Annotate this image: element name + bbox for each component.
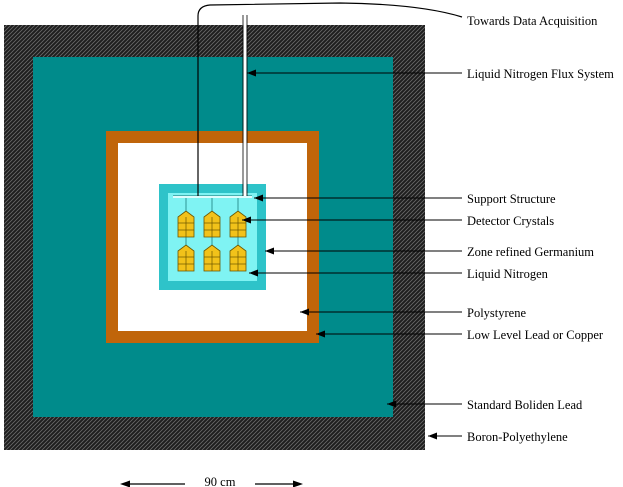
- scale-arrowhead-left: [120, 480, 130, 487]
- arrowhead-polystyrene: [300, 308, 309, 316]
- arrowhead-crystals: [242, 216, 251, 224]
- arrowhead-lead-copper: [316, 330, 325, 338]
- arrowhead-support: [254, 194, 263, 202]
- arrowhead-ln2-flux: [247, 69, 256, 77]
- scale-label: 90 cm: [205, 475, 236, 487]
- detector-crystal: [229, 237, 247, 272]
- detector-crystal: [203, 198, 221, 238]
- label-ln2: Liquid Nitrogen: [467, 267, 549, 281]
- scale-bar: 90 cm: [120, 475, 303, 487]
- detector-crystal: [203, 237, 221, 272]
- arrowhead-boliden: [387, 400, 396, 408]
- arrowhead-ln2: [249, 269, 258, 277]
- label-support: Support Structure: [467, 192, 556, 206]
- arrowhead-zone-ge: [265, 247, 274, 255]
- label-zone-ge: Zone refined Germanium: [467, 245, 594, 259]
- label-boron-pe: Boron-Polyethylene: [467, 430, 568, 444]
- label-lead-copper: Low Level Lead or Copper: [467, 328, 604, 342]
- detector-crystal: [177, 198, 195, 238]
- data-acquisition-cable: [197, 2, 463, 196]
- scale-arrowhead-right: [293, 480, 303, 487]
- label-boliden: Standard Boliden Lead: [467, 398, 583, 412]
- label-data-acquisition: Towards Data Acquisition: [467, 14, 598, 28]
- label-polystyrene: Polystyrene: [467, 306, 526, 320]
- label-ln2-flux: Liquid Nitrogen Flux System: [467, 67, 614, 81]
- label-crystals: Detector Crystals: [467, 214, 554, 228]
- detector-crystal: [177, 237, 195, 272]
- detector-crystals: [177, 198, 247, 272]
- detector-crystal: [229, 198, 247, 238]
- arrowhead-boron-pe: [428, 432, 437, 440]
